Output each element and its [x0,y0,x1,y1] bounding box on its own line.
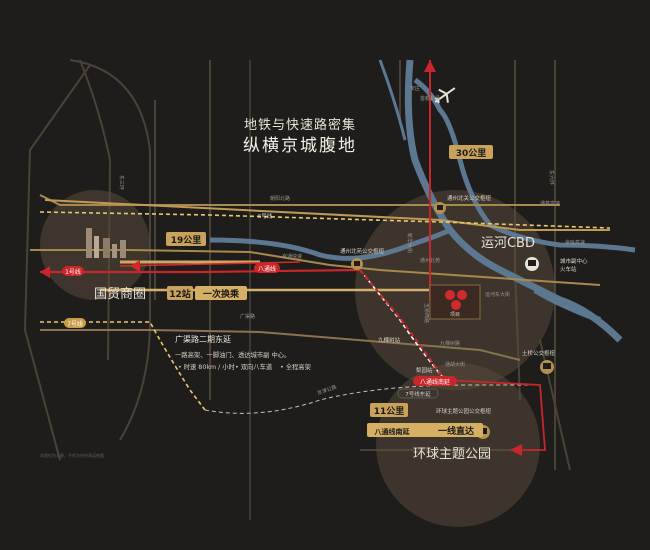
metro-station-icon [351,258,363,270]
area-guomao: 国贸商圈 [94,287,146,302]
batong-pill [254,263,280,273]
road-guangqu: 广渠路 [240,313,255,320]
project-marker [429,284,481,320]
badge-30km [449,145,493,159]
info-line4: • 全程高架 [280,362,312,371]
train-station-icon [525,257,539,271]
road-yuqiao: 玉桥西路 [423,303,430,323]
line7-east-label: 7号线东延 [405,390,431,398]
river-north [378,59,407,141]
batong-label: 八通线 [258,265,276,273]
road-sanhuan-east: 东三环 [118,175,125,190]
info-line1: 一路高架、一脚油门、透达城市副 中心。 [175,350,290,359]
area-universal: 环球主题公园 [413,447,491,462]
project-name: 项目 [450,312,460,318]
road-tonghu: 通胡大街 [445,361,465,368]
station-universal-hub: 环球主题公园公交枢纽 [436,407,492,415]
road-dongliu: 东六环 [548,170,555,185]
station-tongzhou-hub: 通州北关公交枢纽 [447,194,492,202]
badge-19km [166,232,206,246]
river-branch [413,77,636,253]
road-songzhuang: 宋庄 [410,85,420,92]
info-line2: • 时速 80km / 小时 [178,362,236,371]
footnote: 本图仅为示意，不作为任何承诺依据 [40,452,104,458]
arrow-universal [510,444,522,456]
metro-station-icon [434,202,446,214]
line1-label: 1号线 [65,268,81,276]
station-city-sub-center: 城市副中心 [560,257,588,265]
badge-30km-text: 30公里 [456,148,487,159]
badge-12-text: 12站 [169,288,191,300]
batong-south-pill [413,376,457,386]
badge-19km-text: 19公里 [171,235,202,246]
road-tongyan: 通燕高速 [540,200,560,207]
headline-line1: 地铁与快速路密集 [244,117,356,133]
station-tuqiao: 土桥公交枢纽 [522,349,556,357]
info-title: 广渠路二期东延 [175,334,231,344]
line7-pill [64,318,86,328]
arrow-west-red2 [130,260,140,272]
arrow-west-red [40,266,50,278]
line7-label: 7号线 [67,320,83,328]
station-liyuan: 梨园站 [416,366,433,374]
universal-area-circle [376,363,540,527]
info-line3: • 双向八车道 [235,362,273,371]
road-xinhua: 新华大街 [406,233,413,253]
badge-transfer-text: 一次换乘 [203,288,240,300]
badge-universal [367,423,483,437]
road-jingha: 京哈高速 [565,239,585,246]
station-city-sub-center-train: 火车站 [560,265,577,273]
metro-station-icon [540,360,554,374]
metro-dashed [39,211,611,414]
batong-south-label: 八通线南延 [420,378,450,386]
road-yunhe-dajie: 运河东大街 [485,291,510,298]
line7-east-pill [397,388,439,399]
river-east [533,287,602,323]
badge-direct-text: 一线直达 [438,425,474,437]
road-tongzhou-bei: 通州北苑 [420,257,440,264]
road-chaoyang-north: 朝阳北路 [270,195,290,202]
badge-11km-text: 11公里 [374,406,405,417]
batong-south-badge-text: 八通线南延 [374,427,411,436]
station-airport-note: 首都机场 [420,95,440,102]
badge-12-stations [167,286,247,300]
arrow-north-red [424,60,436,72]
area-yunhe-cbd: 运河CBD [481,236,535,251]
line6-label: 6号线 [258,212,273,220]
station-beiyuan-hub: 通州北苑公交枢纽 [340,247,385,255]
road-jingtong: 京通快速 [282,253,302,260]
badge-11km [370,403,408,417]
headline-line2: 纵横京城腹地 [243,136,357,156]
river-main [404,59,623,343]
road-jiukeshu: 九棵树路 [440,340,460,347]
line1-pill [62,266,84,276]
guomao-buildings [86,228,126,258]
station-jiukeshu: 九棵树站 [378,336,401,344]
airplane-icon [434,87,456,104]
